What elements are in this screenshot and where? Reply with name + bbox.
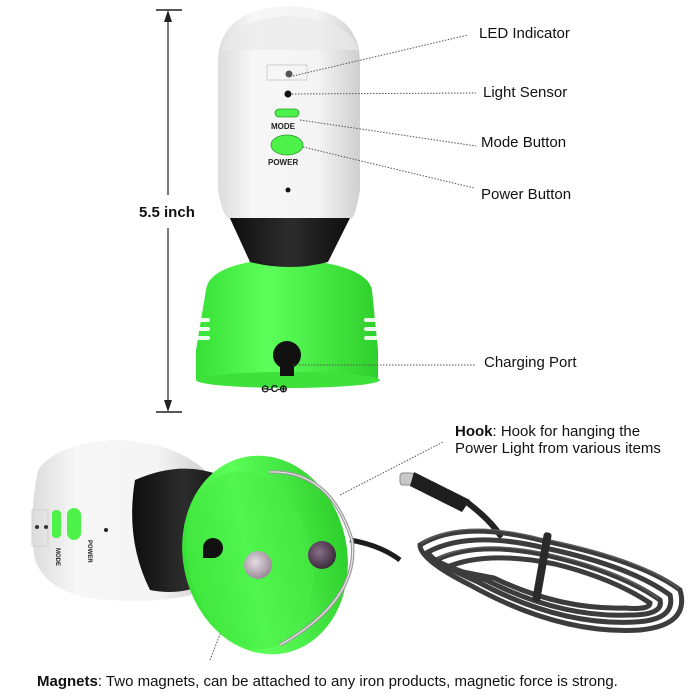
power-button	[270, 134, 304, 156]
magnets-title: Magnets	[37, 673, 98, 690]
callout-mode-button: Mode Button	[481, 134, 567, 151]
height-dimension-label: 5.5 inch	[139, 204, 195, 221]
port-polarity-symbol: ⊖-C-⊕	[261, 384, 288, 395]
lying-mode-label: MODE	[54, 548, 60, 566]
magnets-desc: : Two magnets, can be attached to any ir…	[97, 673, 618, 690]
dimension-line	[156, 9, 182, 413]
callout-charging-port: Charging Port	[484, 354, 577, 371]
hook-desc-line2: Power Light from various items	[455, 440, 661, 457]
hook-title: Hook	[455, 423, 493, 440]
callout-power-button: Power Button	[481, 186, 572, 203]
magnet-right	[308, 541, 336, 569]
magnets-caption: Magnets: Two magnets, can be attached to…	[37, 673, 618, 690]
magnet-left	[244, 551, 272, 579]
charging-cable	[399, 472, 684, 633]
device-lying	[31, 440, 402, 655]
lying-power-label: POWER	[86, 540, 92, 563]
hook-desc-line1: : Hook for hanging the	[492, 423, 641, 440]
mode-button-label: MODE	[271, 122, 295, 131]
device-upright	[196, 6, 380, 388]
light-sensor-icon	[284, 90, 292, 98]
callout-lines	[209, 34, 477, 661]
mode-button	[274, 108, 300, 118]
power-button-label: POWER	[268, 158, 299, 167]
callout-light-sensor: Light Sensor	[483, 84, 568, 101]
led-indicator-icon	[285, 70, 293, 78]
hook-caption: Hook: Hook for hanging the Power Light f…	[455, 423, 661, 457]
callout-led-indicator: LED Indicator	[479, 25, 570, 42]
